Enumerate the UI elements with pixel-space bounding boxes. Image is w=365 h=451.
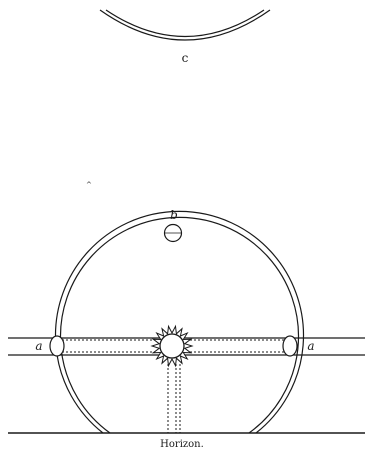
horizon-label: Horizon.: [160, 439, 204, 450]
right-marker-circle: [283, 336, 297, 356]
sun-disc: [160, 334, 184, 358]
left-marker-circle: [50, 336, 64, 356]
right-marker-label: a: [307, 339, 314, 353]
top-arc-label: c: [182, 51, 189, 65]
top-marker-label: b: [170, 208, 178, 222]
sun: [152, 326, 192, 365]
left-marker-label: a: [35, 339, 42, 353]
top-arc: [100, 10, 270, 40]
stray-mark: ^: [86, 181, 92, 189]
orbit-circle: [55, 211, 303, 433]
